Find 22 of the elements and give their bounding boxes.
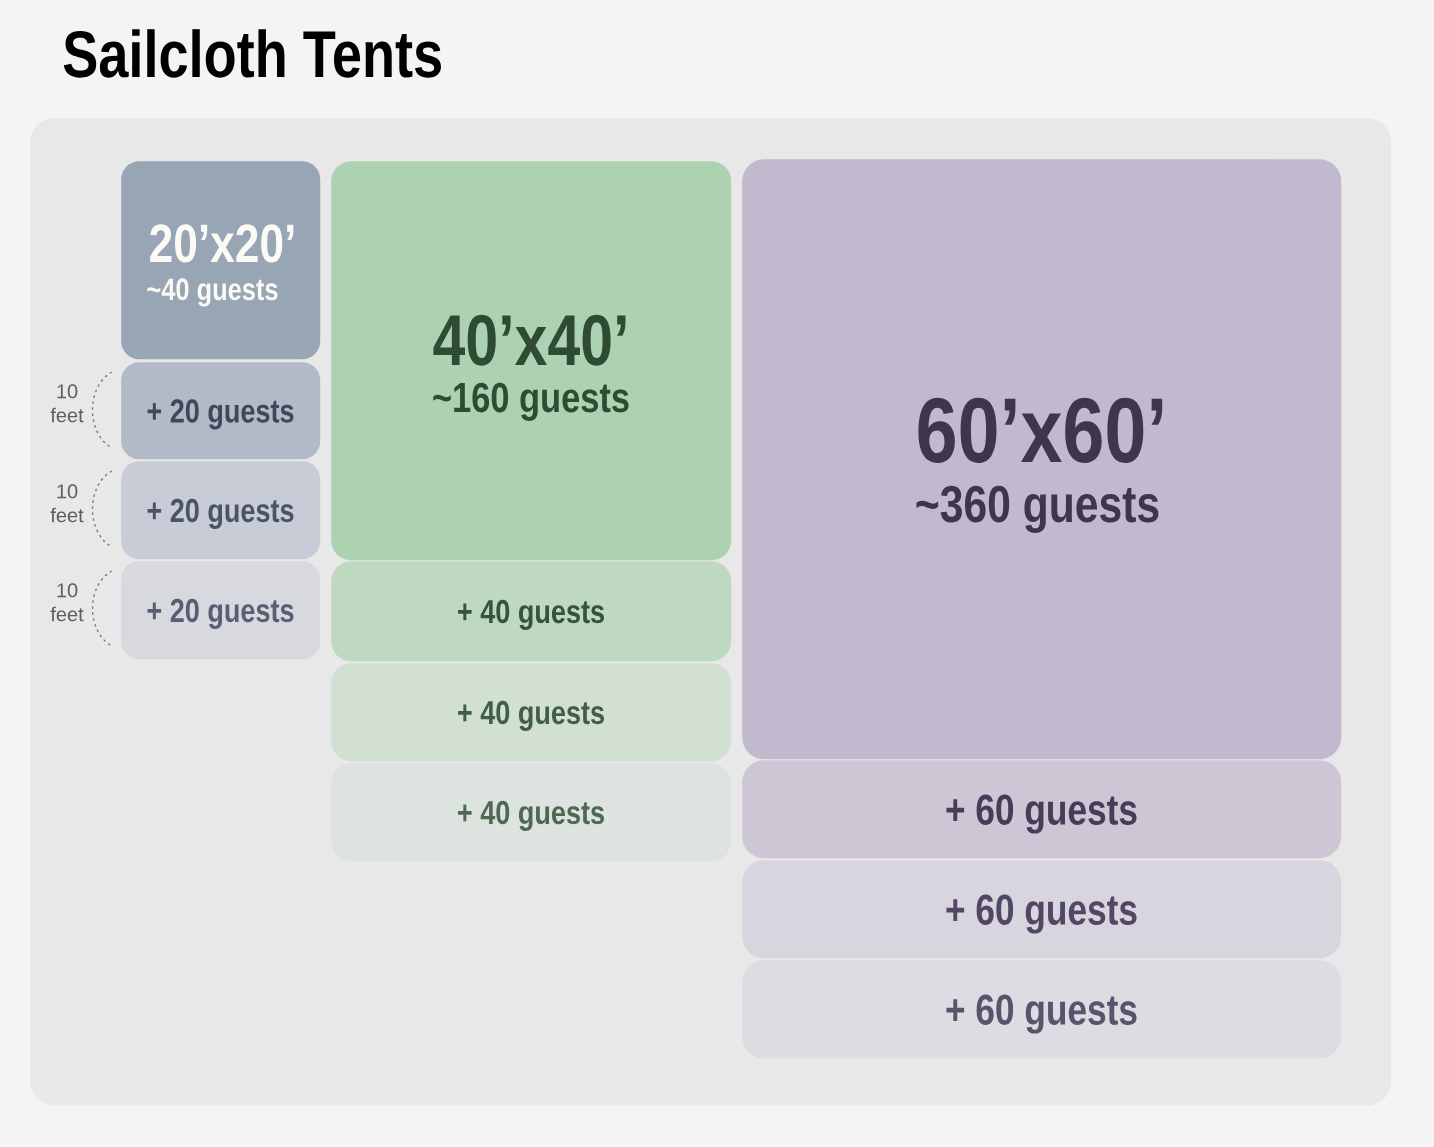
extension-box: + 60 guests bbox=[742, 960, 1342, 1059]
size-label: 20’x20’ bbox=[150, 224, 294, 263]
extension-box: + 60 guests bbox=[742, 860, 1342, 959]
tent-box bbox=[742, 159, 1342, 760]
tent-box bbox=[331, 161, 732, 561]
size-label: 60’x60’ bbox=[918, 397, 1163, 463]
extension-box: + 40 guests bbox=[331, 561, 732, 662]
guest-count: ~360 guests bbox=[916, 485, 1159, 533]
dimension-label: 10 feet bbox=[50, 484, 84, 523]
extension-box: + 60 guests bbox=[742, 760, 1342, 859]
extension-box: + 20 guests bbox=[121, 561, 321, 660]
guest-count: ~40 guests bbox=[147, 278, 278, 307]
extension-box: + 40 guests bbox=[331, 663, 732, 762]
guest-count: ~160 guests bbox=[433, 382, 629, 421]
dimension-label: 10 feet bbox=[50, 384, 84, 423]
tent-box bbox=[121, 161, 321, 360]
size-label: 40’x40’ bbox=[433, 314, 626, 366]
title: Sailcloth Tents bbox=[63, 29, 441, 78]
extension-box: + 40 guests bbox=[331, 763, 732, 862]
extension-box: + 20 guests bbox=[121, 362, 321, 460]
dimension-label: 10 feet bbox=[50, 583, 84, 622]
extension-box: + 20 guests bbox=[121, 461, 321, 560]
